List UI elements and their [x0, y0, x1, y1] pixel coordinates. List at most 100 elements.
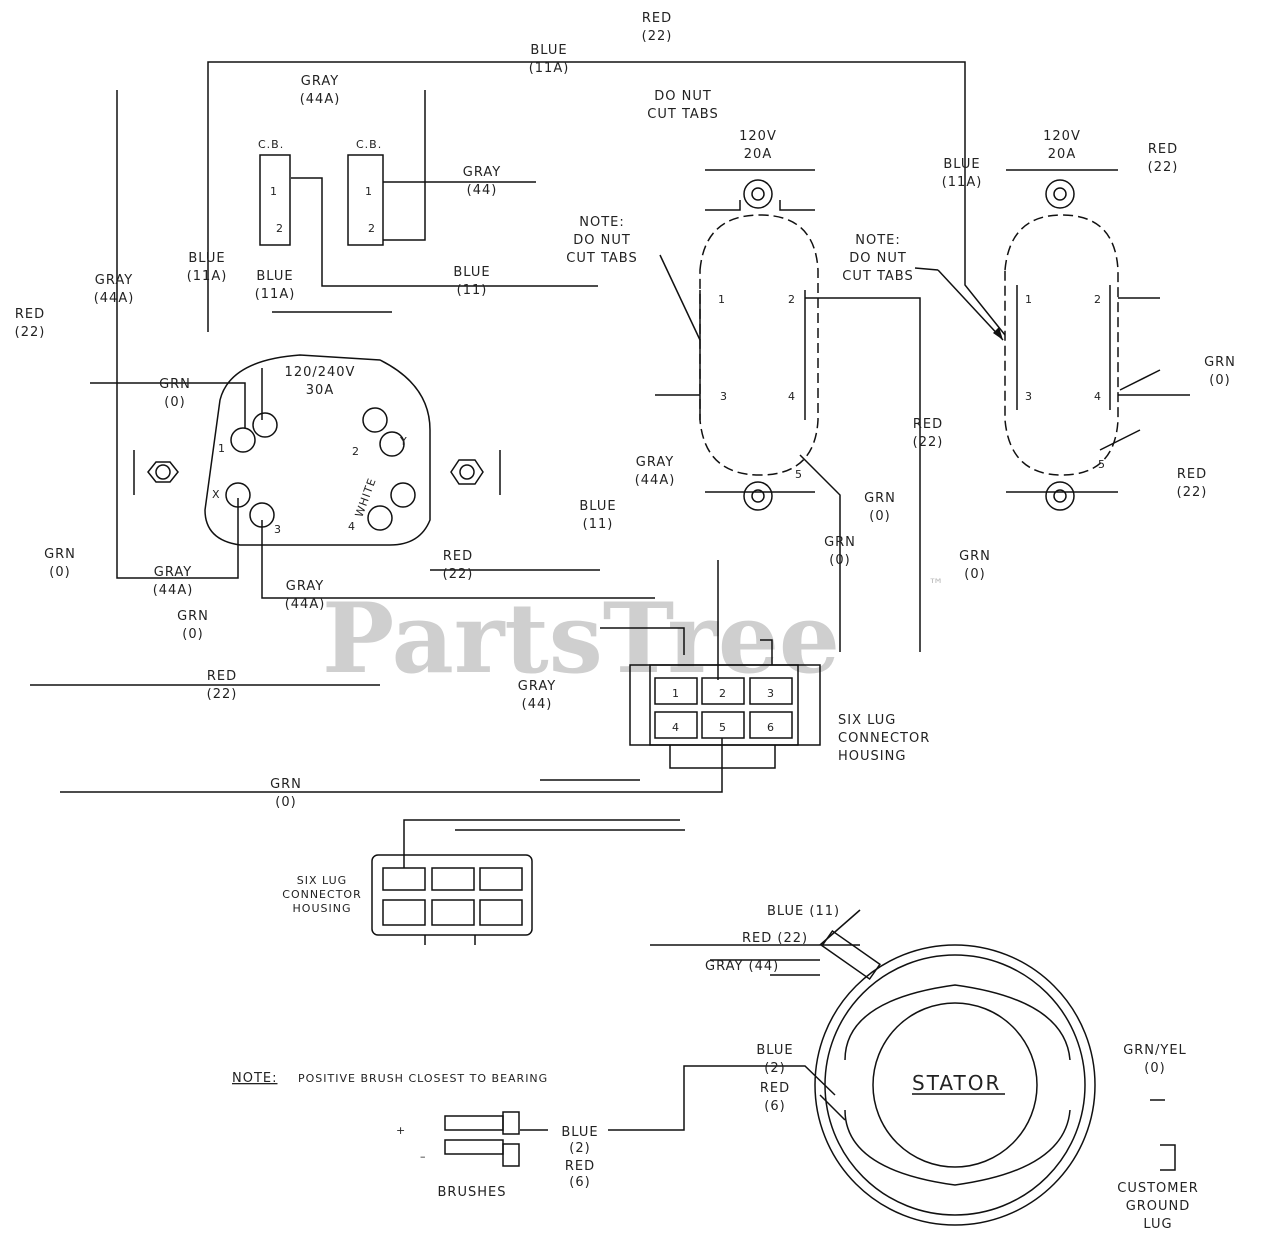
svg-text:4: 4	[1094, 390, 1102, 403]
svg-text:(0): (0)	[829, 553, 850, 568]
svg-text:BLUE: BLUE	[256, 269, 293, 284]
svg-text:GRN: GRN	[44, 547, 76, 562]
svg-text:GRN: GRN	[864, 491, 896, 506]
svg-text:(0): (0)	[1209, 373, 1230, 388]
svg-text:3: 3	[274, 523, 282, 536]
receptacle-120v-20a-2: 1 2 3 4 5	[1004, 179, 1119, 511]
circuit-breaker-2: C.B. 1 2	[347, 138, 384, 246]
svg-text:BLUE: BLUE	[579, 499, 616, 514]
svg-text:4: 4	[672, 721, 680, 734]
svg-text:GRAY (44): GRAY (44)	[705, 959, 779, 974]
svg-text:1: 1	[1025, 293, 1033, 306]
svg-text:GRAY: GRAY	[95, 273, 133, 288]
svg-text:GRAY: GRAY	[301, 74, 339, 89]
svg-text:BLUE: BLUE	[530, 43, 567, 58]
svg-text:(22): (22)	[15, 325, 46, 340]
svg-text:CUT TABS: CUT TABS	[566, 251, 637, 266]
svg-text:(2): (2)	[764, 1061, 785, 1076]
svg-text:1: 1	[365, 185, 373, 198]
svg-text:RED: RED	[642, 11, 672, 26]
svg-text:(22): (22)	[642, 29, 673, 44]
svg-text:5: 5	[1098, 458, 1106, 471]
svg-text:(0): (0)	[1144, 1061, 1165, 1076]
svg-text:GROUND: GROUND	[1126, 1199, 1191, 1214]
svg-text:–: –	[420, 1150, 427, 1163]
svg-text:1: 1	[672, 687, 680, 700]
svg-text:(44): (44)	[522, 697, 553, 712]
svg-text:SIX LUG: SIX LUG	[838, 713, 896, 728]
svg-text:(11): (11)	[457, 283, 488, 298]
svg-text:RED: RED	[1148, 142, 1178, 157]
svg-text:X: X	[212, 488, 221, 501]
brushes: + –	[396, 1111, 520, 1167]
svg-text:(0): (0)	[275, 795, 296, 810]
wire-labels: RED (22) BLUE (11A) GRAY (44A) DO NUT CU…	[15, 11, 1235, 1232]
svg-text:(2): (2)	[569, 1141, 590, 1156]
svg-text:RED (22): RED (22)	[742, 931, 808, 946]
svg-text:6: 6	[767, 721, 775, 734]
svg-text:5: 5	[795, 468, 803, 481]
svg-text:GRN: GRN	[177, 609, 209, 624]
svg-text:3: 3	[1025, 390, 1033, 403]
hex-nut-left	[133, 450, 179, 495]
svg-text:RED: RED	[15, 307, 45, 322]
svg-text:3: 3	[767, 687, 775, 700]
svg-text:BRUSHES: BRUSHES	[438, 1185, 507, 1200]
svg-text:DO NUT: DO NUT	[849, 251, 907, 266]
svg-text:GRAY: GRAY	[636, 455, 674, 470]
svg-text:GRN: GRN	[159, 377, 191, 392]
svg-text:DO NUT: DO NUT	[654, 89, 712, 104]
svg-text:WHITE: WHITE	[353, 476, 379, 519]
note-arrows	[914, 267, 1004, 341]
svg-text:GRN: GRN	[959, 549, 991, 564]
svg-text:(11): (11)	[583, 517, 614, 532]
svg-text:120/240V: 120/240V	[285, 365, 356, 380]
svg-text:GRAY: GRAY	[154, 565, 192, 580]
svg-text:(44A): (44A)	[285, 597, 326, 612]
svg-text:BLUE: BLUE	[756, 1043, 793, 1058]
svg-text:(11A): (11A)	[255, 287, 296, 302]
svg-text:HOUSING: HOUSING	[838, 749, 906, 764]
watermark-tm: ™	[928, 575, 945, 594]
svg-text:2: 2	[352, 445, 360, 458]
svg-text:RED: RED	[913, 417, 943, 432]
svg-text:HOUSING: HOUSING	[293, 902, 352, 915]
circuit-breaker-1: C.B. 1 2	[258, 138, 291, 246]
svg-text:(11A): (11A)	[529, 61, 570, 76]
svg-text:CUSTOMER: CUSTOMER	[1117, 1181, 1198, 1196]
svg-text:(6): (6)	[764, 1099, 785, 1114]
svg-text:(22): (22)	[207, 687, 238, 702]
svg-text:1: 1	[270, 185, 278, 198]
svg-text:GRAY: GRAY	[463, 165, 501, 180]
svg-text:2: 2	[719, 687, 727, 700]
wires	[30, 61, 1190, 1171]
svg-text:RED: RED	[1177, 467, 1207, 482]
six-lug-connector-housing-2	[371, 854, 533, 945]
hex-nut-right	[450, 450, 501, 495]
svg-text:(44A): (44A)	[94, 291, 135, 306]
svg-text:30A: 30A	[306, 383, 334, 398]
svg-text:BLUE: BLUE	[453, 265, 490, 280]
svg-text:GRN/YEL: GRN/YEL	[1123, 1043, 1187, 1058]
svg-text:LUG: LUG	[1143, 1217, 1172, 1232]
svg-text:SIX LUG: SIX LUG	[297, 874, 347, 887]
svg-text:GRAY: GRAY	[286, 579, 324, 594]
svg-text:GRN: GRN	[270, 777, 302, 792]
svg-text:120V: 120V	[739, 129, 777, 144]
svg-text:2: 2	[276, 222, 284, 235]
svg-text:GRAY: GRAY	[518, 679, 556, 694]
svg-text:(22): (22)	[443, 567, 474, 582]
svg-text:BLUE (11): BLUE (11)	[767, 904, 840, 919]
watermark: PartsTree	[322, 582, 840, 695]
svg-text:RED: RED	[565, 1159, 595, 1174]
svg-text:2: 2	[788, 293, 796, 306]
svg-text:POSITIVE BRUSH CLOSEST TO BEAR: POSITIVE BRUSH CLOSEST TO BEARING	[298, 1072, 548, 1085]
svg-text:(11A): (11A)	[187, 269, 228, 284]
left-anchored-labels: SIX LUG CONNECTOR HOUSING BLUE (11) RED …	[232, 713, 929, 1086]
svg-text:NOTE:: NOTE:	[579, 215, 625, 230]
svg-text:CUT TABS: CUT TABS	[647, 107, 718, 122]
svg-text:4: 4	[788, 390, 796, 403]
svg-text:BLUE: BLUE	[561, 1125, 598, 1140]
svg-text:(44A): (44A)	[300, 92, 341, 107]
